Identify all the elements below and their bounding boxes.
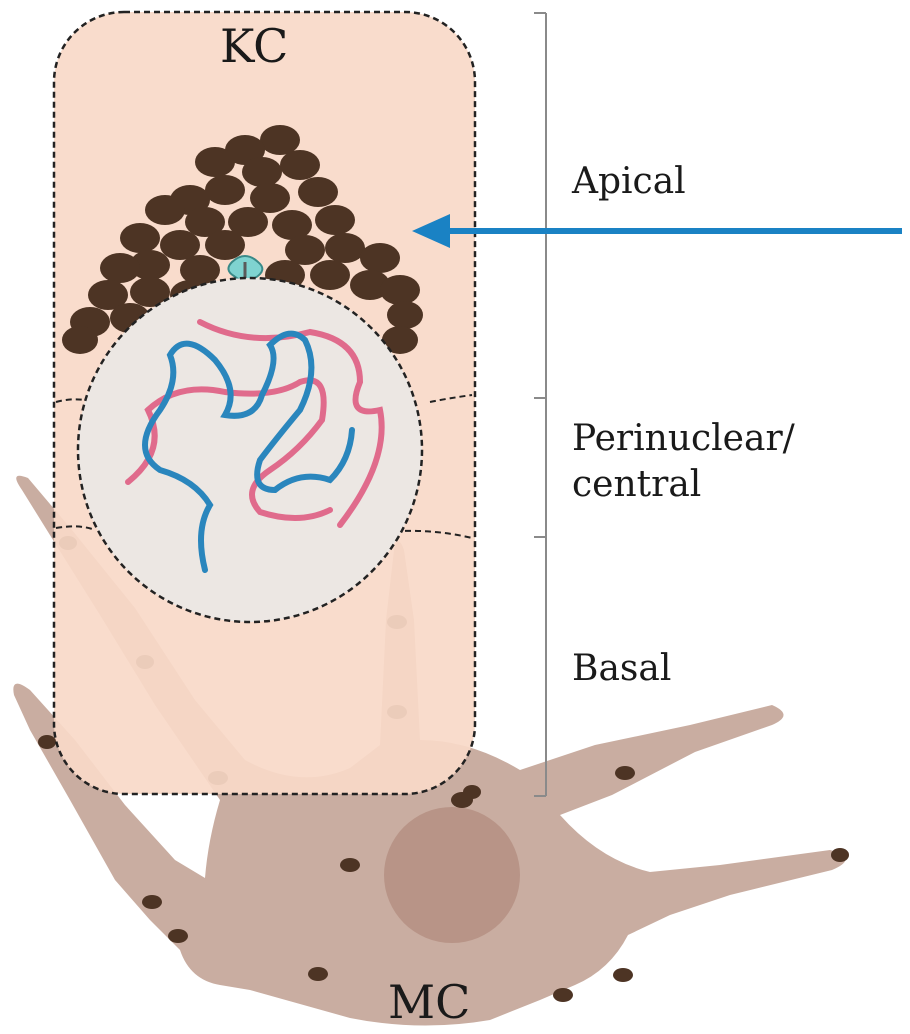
region-label-perinuclear: Perinuclear/ — [572, 418, 796, 459]
apical-arrow — [412, 214, 902, 248]
region-label-basal: Basal — [572, 648, 671, 689]
melanocyte-label: MC — [388, 975, 470, 1029]
keratinocyte-cell — [54, 12, 475, 794]
region-label-apical: Apical — [571, 161, 686, 202]
keratinocyte-label: KC — [220, 19, 288, 73]
region-bracket — [534, 13, 546, 796]
melanocyte-nucleus — [384, 807, 520, 943]
keratinocyte-nucleus — [78, 278, 422, 622]
region-label-central: central — [572, 464, 701, 505]
